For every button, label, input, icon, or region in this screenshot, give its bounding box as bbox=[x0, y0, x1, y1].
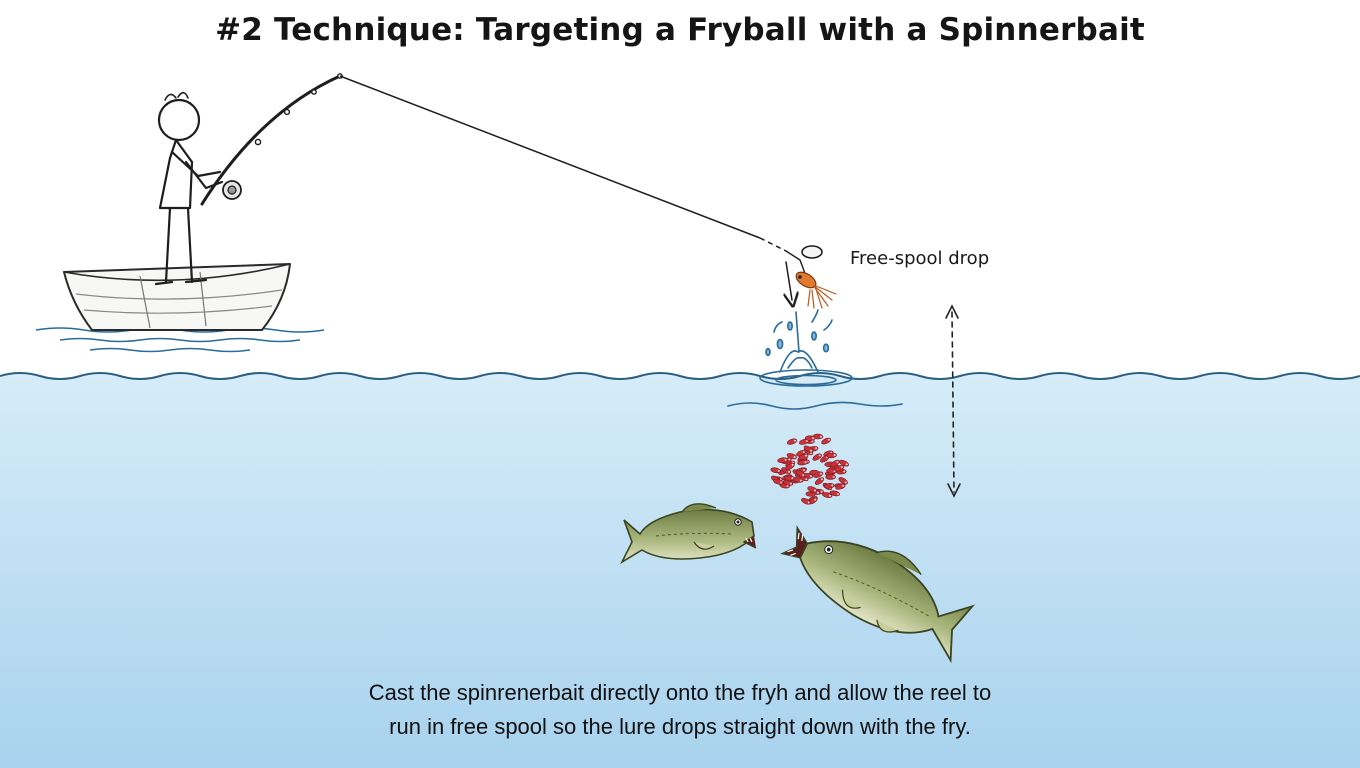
fry-fish bbox=[826, 452, 837, 459]
fry-eye bbox=[804, 461, 807, 464]
fry-eye bbox=[844, 481, 847, 484]
fry-eye bbox=[833, 454, 836, 457]
fry-fish bbox=[797, 459, 808, 466]
rowboat-icon bbox=[63, 263, 291, 331]
fry-eye bbox=[800, 479, 802, 482]
fishing-rod-icon bbox=[200, 73, 343, 206]
fry-eye bbox=[780, 481, 782, 484]
fry-fish bbox=[824, 483, 835, 489]
diagram-title: #2 Technique: Targeting a Fryball with a… bbox=[215, 12, 1145, 48]
fry-eye bbox=[820, 490, 823, 493]
fry-eye bbox=[814, 498, 817, 501]
fry-eye bbox=[821, 478, 823, 481]
fry-eye bbox=[805, 478, 808, 480]
fry-eye bbox=[807, 501, 810, 504]
fry-eye bbox=[827, 438, 830, 441]
fishing-line-dashed bbox=[759, 237, 787, 252]
fry-eye bbox=[820, 472, 822, 475]
fry-eye bbox=[803, 469, 805, 471]
fry-eye bbox=[842, 484, 845, 487]
fry-eye bbox=[802, 474, 805, 477]
fry-fish bbox=[777, 457, 788, 463]
fry-eye bbox=[811, 440, 814, 443]
fry-eye bbox=[794, 439, 796, 442]
angler-figure-icon bbox=[154, 91, 224, 286]
fry-fish bbox=[804, 435, 816, 441]
fry-eye bbox=[810, 475, 812, 478]
fry-eye bbox=[812, 437, 814, 440]
free-spool-drop-label: Free-spool drop bbox=[850, 248, 990, 269]
splash-icon bbox=[727, 309, 903, 410]
fry-eye bbox=[777, 470, 780, 472]
fry-eye bbox=[815, 447, 817, 450]
fry-eye bbox=[841, 466, 843, 468]
fry-eye bbox=[832, 476, 835, 478]
fry-eye bbox=[790, 482, 792, 485]
bass-fish-icon bbox=[620, 503, 757, 565]
fry-eye bbox=[788, 458, 791, 461]
fry-eye bbox=[836, 493, 839, 495]
caption-line-1: Cast the spinrenerbait directly onto the… bbox=[368, 680, 992, 705]
fry-eye bbox=[829, 494, 831, 497]
fry-eye bbox=[818, 454, 821, 457]
fry-fish bbox=[825, 474, 836, 480]
fry-eye bbox=[791, 463, 794, 466]
fry-eye bbox=[788, 470, 790, 473]
fry-eye bbox=[814, 489, 817, 492]
fry-eye bbox=[793, 456, 796, 459]
water-body bbox=[0, 373, 1360, 768]
fry-eye bbox=[805, 454, 808, 457]
spinnerbait-lure-icon bbox=[786, 245, 837, 309]
fry-eye bbox=[791, 477, 794, 480]
fry-eye bbox=[831, 484, 834, 487]
fry-eye bbox=[784, 458, 787, 461]
fry-eye bbox=[786, 485, 789, 487]
water-surface-line bbox=[0, 372, 1360, 380]
boat-ripples bbox=[35, 327, 325, 353]
caption-line-2: run in free spool so the lure drops stra… bbox=[389, 714, 971, 739]
bass-fish-icon bbox=[780, 525, 976, 664]
fry-eye bbox=[802, 451, 805, 453]
fry-eye bbox=[836, 461, 839, 463]
fishing-line bbox=[339, 75, 761, 239]
fry-eye bbox=[820, 435, 822, 438]
fry-eye bbox=[845, 463, 848, 466]
drop-depth-arrow bbox=[945, 304, 961, 498]
technique-caption: Cast the spinrenerbait directly onto the… bbox=[300, 676, 1060, 744]
fryball-icon bbox=[770, 433, 849, 505]
fry-eye bbox=[843, 470, 846, 473]
fry-eye bbox=[816, 491, 819, 494]
fry-eye bbox=[810, 449, 812, 452]
